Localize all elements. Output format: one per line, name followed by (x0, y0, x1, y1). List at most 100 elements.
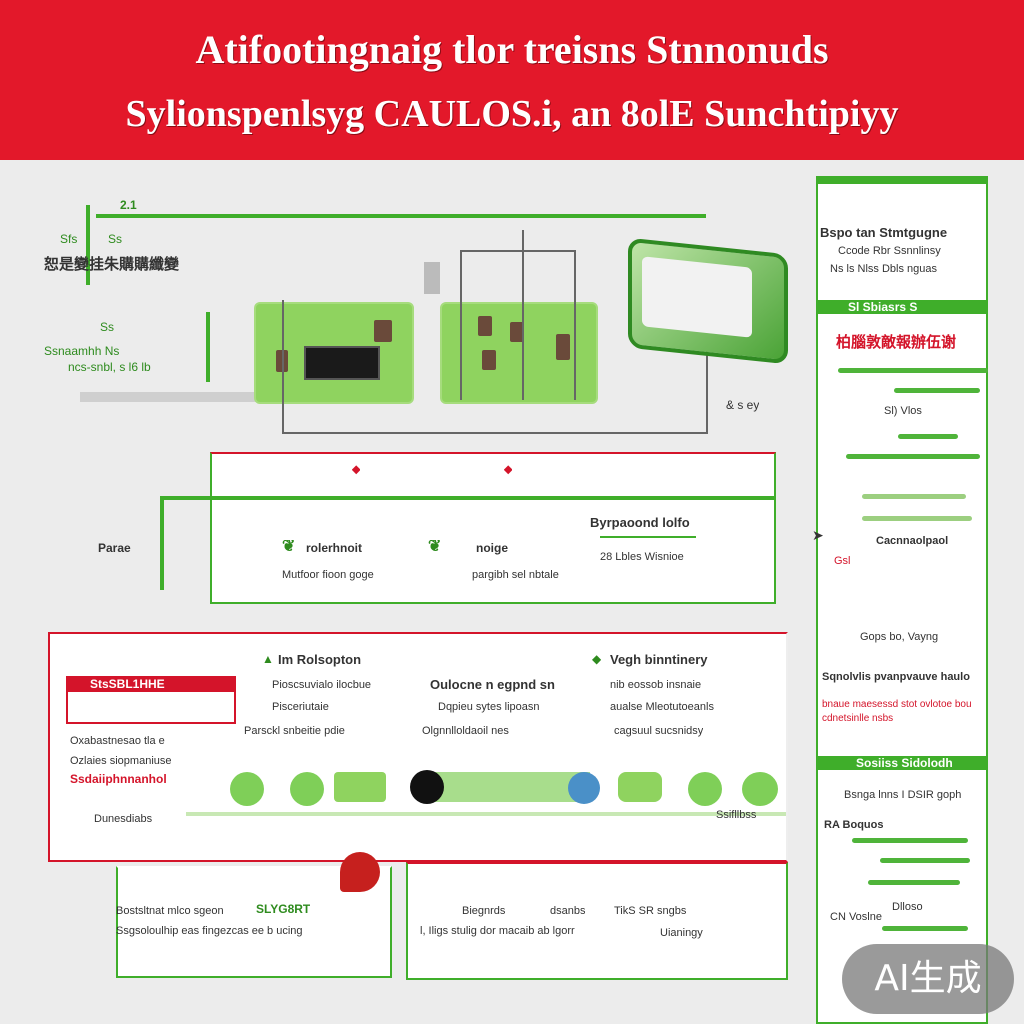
process-sub-2: pargibh sel nbtale (472, 569, 559, 581)
horizontal-pipe-bottom (282, 432, 708, 434)
process-sub-1: Mutfoor fioon goge (282, 569, 374, 581)
sidebar-bar-8 (880, 858, 970, 863)
diagram-green-connector (206, 312, 210, 382)
horizontal-pipe-top (460, 250, 576, 252)
sidebar-label-1: Sl) Vlos (884, 405, 922, 417)
stage-dot-blue (568, 772, 600, 804)
device-screen (642, 256, 752, 338)
sidebar-arrow-sub: Gsl (834, 555, 851, 567)
monitoring-panel (48, 632, 788, 862)
filter-icon-2 (510, 322, 524, 342)
sidebar-label-4: Bsnga lnns I DSIR goph (844, 789, 962, 801)
small-cabinet-icon (424, 262, 440, 294)
col3-title: Vegh binntinery (610, 653, 708, 667)
stage-dot-4 (742, 772, 778, 806)
process-left-label: Parae (98, 541, 131, 555)
diagram-label-d: Ssnaamhh Ns (44, 344, 120, 358)
process-item-1: rolerhnoit (306, 541, 362, 555)
process-item-3-title: Byrpaoond lolfo (590, 516, 690, 530)
sidebar-label-6: CN Voslne (830, 911, 882, 923)
sidebar-bar-10 (882, 926, 968, 931)
stage-progress-fill (430, 772, 590, 802)
equipment-box-right (440, 302, 598, 404)
diagram-shadow-bar (80, 392, 280, 402)
vertical-pipe-right (574, 250, 576, 400)
sidebar-bar-6 (862, 516, 972, 521)
sidebar-section-1-bar (816, 300, 988, 314)
col3-marker-icon: ◆ (592, 652, 602, 666)
monitoring-tag: StsSBL1HHE (90, 677, 165, 691)
stage-dot-current (410, 770, 444, 804)
sidebar-bar-2 (894, 388, 980, 393)
col1-line-1: Pioscsuvialo ilocbue (272, 679, 372, 691)
col2-line-2: Olgnnlloldaoil nes (422, 725, 509, 737)
device-label: & s ey (726, 398, 760, 412)
col2-line-1: Dqpieu sytes lipoasn (438, 701, 540, 713)
sidebar-section-1: Sl Sbiasrs S (848, 300, 918, 314)
bottom-left-code: SLYG8RT (256, 902, 311, 916)
ai-generated-badge: AI生成 (842, 944, 1014, 1014)
arrow-pointer-icon: ➤ (812, 528, 824, 542)
sidebar-bar-1 (838, 368, 988, 373)
process-item-2: noige (476, 541, 508, 555)
sidebar-title: Bspo tan Stmtgugne (820, 226, 948, 240)
process-panel (210, 452, 776, 604)
sidebar-section-2: Sosiiss Sidolodh (856, 756, 953, 770)
sidebar-red-lines: bnaue maesessd stot ovlotoe bou cdnetsin… (822, 699, 972, 724)
sidebar-arrow-label: Cacnnaolpaol (876, 535, 949, 547)
col1-line-2: Pisceriutaie (272, 701, 329, 713)
sidebar-label-5: RA Boquos (824, 819, 884, 831)
process-panel-rail (160, 496, 776, 500)
sidebar-bar-4 (846, 454, 980, 459)
sidebar-section-2-bar (816, 756, 988, 770)
monitoring-tag-box (66, 676, 236, 724)
bottom-left-line-2: Ssgsoloulhip eas fingezcas ee b ucing (116, 925, 303, 937)
plant-icon-2: ❦ (428, 540, 442, 554)
sidebar-bar-9 (868, 880, 960, 885)
valve-icon (374, 320, 392, 342)
process-item-3-underline (600, 536, 696, 538)
stage-block (334, 772, 386, 802)
bottom-right-line-4: l, Iligs stulig dor macaib ab lgorr (420, 925, 575, 937)
stage-block-2 (618, 772, 662, 802)
diagram-label-c: Ss (100, 320, 115, 334)
col3-line-1: nib eossob insnaie (610, 679, 702, 691)
top-left-green-post (86, 205, 90, 285)
header-banner (0, 0, 1024, 160)
page-subtitle: Sylionspenlsyg CAULOS.i, an 8olE Sunchti… (125, 93, 899, 135)
bottom-right-line-3: TikS SR sngbs (614, 905, 687, 917)
stage-dot-1 (230, 772, 264, 806)
tank-icon (556, 334, 570, 360)
filter-icon-1 (478, 316, 492, 336)
process-marker-2: ⬥ (504, 462, 513, 476)
bottom-box-right (406, 862, 788, 980)
bottom-right-line-5: Uianingy (660, 927, 703, 939)
sidebar-label-2: Gops bo, Vayng (860, 631, 939, 643)
col1-marker-icon: ▲ (262, 652, 274, 666)
bottom-left-line-1: Bostsltnat mlco sgeon (116, 905, 224, 917)
sidebar-bar-3 (898, 434, 958, 439)
process-marker-1: ⬥ (352, 462, 361, 476)
sidebar-sub-2: Ns ls Nlss Dbls nguas (830, 263, 937, 275)
diagram-cn-label: 恕是變挂朱購購纖變 (44, 256, 180, 273)
col2-title: Oulocne n egpnd sn (430, 678, 555, 692)
sidebar-label-3: Sqnolvlis pvanpvauve haulo (822, 671, 970, 683)
diagram-label-e: ncs-snbl, s l6 lb (68, 360, 151, 374)
plant-icon-1: ❦ (282, 540, 296, 554)
diagram-number-label: 2.1 (120, 198, 137, 212)
monitoring-left-line-1: Oxabastnesao tla e (70, 735, 165, 747)
bottom-right-line-1: Biegnrds (462, 905, 506, 917)
diagram-label-b: Ss (108, 232, 123, 246)
col1-title: Im Rolsopton (278, 653, 362, 667)
vertical-pipe-left (282, 300, 284, 434)
stage-dot-3 (688, 772, 722, 806)
col3-line-3: cagsuul sucsnidsy (614, 725, 704, 737)
sidebar-sub-1: Ccode Rbr Ssnnlinsy (838, 245, 941, 257)
process-sub-3: 28 Lbles Wisnioe (600, 551, 684, 563)
col1-line-3: Parsckl snbeitie pdie (244, 725, 345, 737)
monitoring-left-line-2: Ozlaies siopmaniuse (70, 755, 172, 767)
sidebar-red-heading: 柏腦敦敵報辦伍谢 (836, 334, 957, 351)
progress-rail (186, 812, 786, 816)
top-green-rail (96, 214, 706, 218)
col3-line-2: aualse Mleotutoeanls (610, 701, 714, 713)
